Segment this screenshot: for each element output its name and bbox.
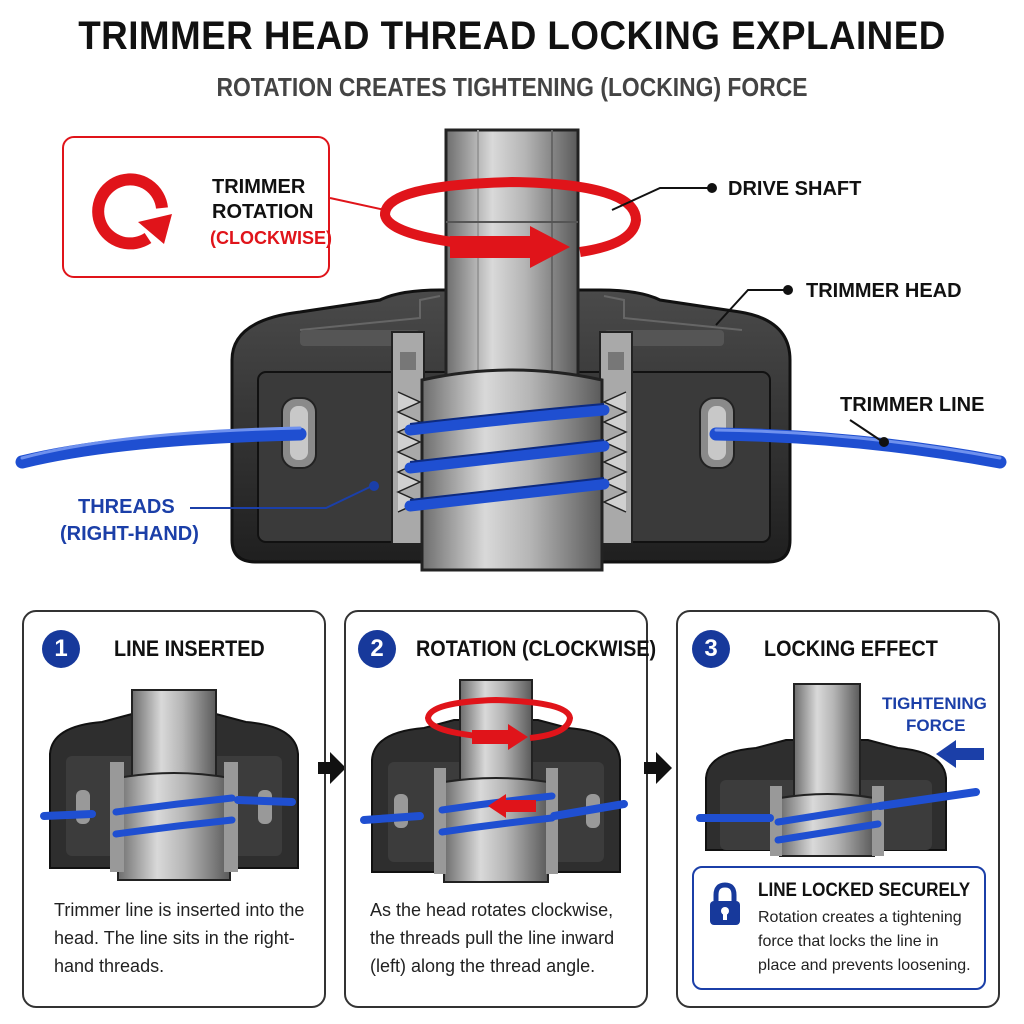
main-title: TRIMMER HEAD THREAD LOCKING EXPLAINED [78,14,946,58]
locked-desc: Rotation creates a tightening force that… [758,909,971,974]
clockwise-icon [92,173,172,250]
locked-info-box: LINE LOCKED SECURELY Rotation creates a … [692,866,986,990]
locked-title: LINE LOCKED SECURELY [758,880,971,901]
label-threads: THREADS [78,496,175,518]
subtitle: ROTATION CREATES TIGHTENING (LOCKING) FO… [216,72,808,102]
label-threads-type: (RIGHT-HAND) [60,523,199,545]
rotation-callout: TRIMMER ROTATION (CLOCKWISE) [62,136,332,278]
step-desc-1: Trimmer line is inserted into the head. … [54,900,305,976]
rotation-arrow [380,176,642,268]
internal-threads [396,391,628,513]
trimmer-line-coils [404,404,610,512]
step-3-diagram [696,683,984,857]
step-panel-2: 2 ROTATION (CLOCKWISE) As the head rotat… [344,610,656,1008]
trimmer-line-left [15,427,307,469]
step-panel-3: 3 LOCKING EFFECT TIGHTENING FORCE LINE L… [676,610,1000,1008]
step-2-diagram [360,679,628,883]
step-title-1: LINE INSERTED [114,636,265,661]
step-panel-1: 1 LINE INSERTED Trimmer line is inserted… [22,610,326,1008]
step-arrow-2-icon [644,752,672,784]
tightening-force-line1: TIGHTENING [882,694,987,713]
callout-line3: (CLOCKWISE) [210,228,332,248]
callout-line2: ROTATION [212,201,314,223]
step-badge-3: 3 [692,630,730,668]
main-diagram [15,128,1007,572]
callout-line1: TRIMMER [212,176,306,198]
label-drive-shaft: DRIVE SHAFT [728,178,862,200]
step-badge-2: 2 [358,630,396,668]
lock-icon [710,882,740,925]
label-trimmer-head: TRIMMER HEAD [806,280,962,302]
label-trimmer-line: TRIMMER LINE [840,394,985,416]
step-title-3: LOCKING EFFECT [764,636,938,661]
tightening-force-line2: FORCE [906,716,966,735]
step-desc-2: As the head rotates clockwise, the threa… [370,900,615,976]
step-badge-1: 1 [42,630,80,668]
step-title-2: ROTATION (CLOCKWISE) [416,636,657,661]
step-1-diagram [40,689,299,881]
trimmer-line-right [709,427,1007,469]
step-arrow-1-icon [318,752,346,784]
